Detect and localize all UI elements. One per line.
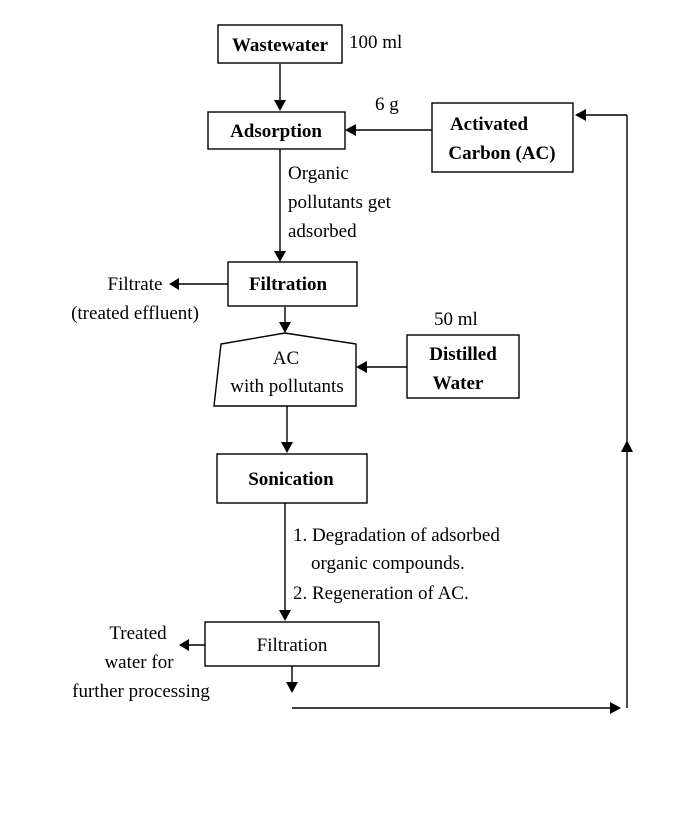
treated-water-label-1: Treated [109,623,167,644]
node-wastewater: Wastewater [217,24,343,64]
node-filtration-2: Filtration [204,621,380,667]
organic-pollutants-label-1: Organic [288,163,349,184]
adsorption-label: Adsorption [230,121,322,142]
organic-pollutants-label-3: adsorbed [288,221,357,242]
wastewater-label: Wastewater [232,35,329,56]
node-adsorption: Adsorption [207,111,346,150]
arrowhead-ac-pollutants-side [356,361,367,373]
step-1-label-2: organic compounds. [311,553,465,574]
node-distilled-water: Distilled Water [406,334,520,399]
filtrate-label-1: Filtrate [108,274,163,295]
activated-carbon-label-2: Carbon (AC) [448,143,555,164]
step-2-label: 2. Regeneration of AC. [293,583,469,604]
arrowhead-filtration-1 [274,251,286,262]
arrowhead-sonication [281,442,293,453]
arrowhead-recycle-down [286,682,298,693]
filtration-2-label: Filtration [257,635,328,656]
filtrate-label-2: (treated effluent) [71,303,199,324]
ac-mass-label: 6 g [375,94,399,115]
organic-pollutants-label-2: pollutants get [288,192,392,213]
distilled-volume-label: 50 ml [434,309,478,330]
treated-water-label-3: further processing [72,681,210,702]
node-sonication: Sonication [216,453,368,504]
ac-pollutants-label-2: with pollutants [230,376,343,397]
arrowhead-activated-carbon [575,109,586,121]
wastewater-volume-label: 100 ml [349,32,402,53]
node-ac-with-pollutants: AC with pollutants [213,332,357,407]
arrowhead-recycle-up [621,440,633,452]
activated-carbon-label-1: Activated [450,114,529,135]
distilled-water-label-2: Water [433,373,484,394]
step-1-label-1: 1. Degradation of adsorbed [293,525,500,546]
annotations: 100 ml 6 g Organic pollutants get adsorb… [71,32,500,702]
node-filtration-1: Filtration [227,261,358,307]
node-activated-carbon: Activated Carbon (AC) [431,102,574,173]
distilled-water-label-1: Distilled [429,344,497,365]
arrowhead-treated [179,639,189,651]
arrowhead-recycle-right [610,702,621,714]
treated-water-label-2: water for [104,652,174,673]
filtration-1-label: Filtration [249,274,328,295]
arrowhead-filtration-2 [279,610,291,621]
arrowhead-ac-pollutants [279,322,291,333]
ac-pollutants-label-1: AC [273,348,299,369]
sonication-label: Sonication [248,469,334,490]
arrowhead-filtrate [169,278,179,290]
connectors [169,64,633,714]
arrowhead-adsorption [274,100,286,111]
arrowhead-adsorption-side [345,124,356,136]
